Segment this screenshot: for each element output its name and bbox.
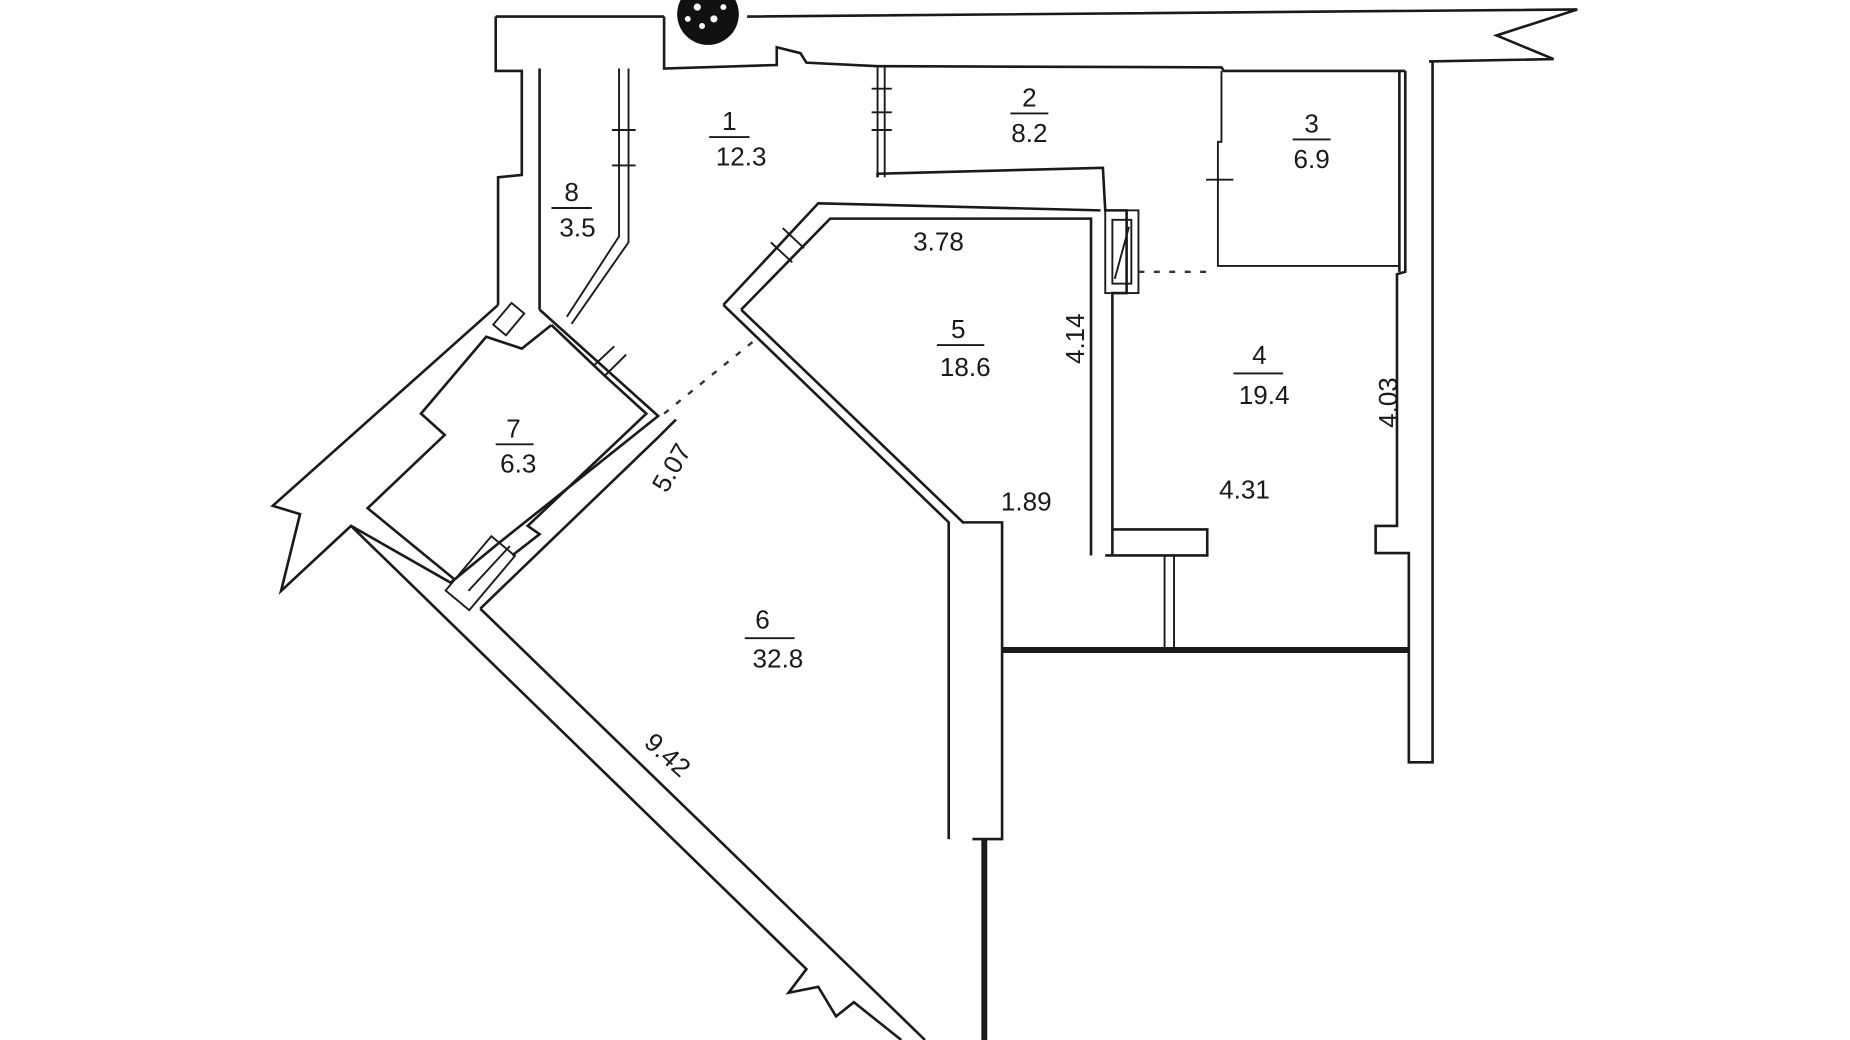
room-label-3: 3 6.9 [1292, 108, 1331, 174]
room-area: 8.2 [1011, 118, 1047, 148]
dimension-label: 4.03 [1373, 377, 1403, 428]
room-5-walls [722, 166, 1128, 841]
room-area: 6.3 [500, 449, 536, 479]
room-7-walls [270, 301, 661, 595]
room-label-2: 2 8.2 [1010, 82, 1049, 148]
dimension-label: 4.14 [1060, 313, 1090, 364]
room-label-6: 6 32.8 [744, 605, 804, 674]
balcony-glazing [981, 647, 1409, 1040]
room-8-walls [566, 68, 636, 325]
dimension-label: 4.31 [1219, 475, 1270, 505]
dimension-label: 5.07 [646, 438, 697, 497]
room-number: 6 [755, 605, 770, 635]
room-area: 6.9 [1293, 144, 1329, 174]
room-area: 18.6 [940, 352, 991, 382]
top-exterior-wall [494, 8, 1578, 310]
dimension-label: 3.78 [913, 227, 964, 257]
room-label-4: 4 19.4 [1233, 340, 1290, 410]
room-number: 3 [1304, 108, 1319, 138]
room-area: 32.8 [753, 644, 804, 674]
ventilation-shaft [1104, 209, 1140, 295]
room-area: 19.4 [1239, 380, 1290, 410]
room-area: 3.5 [559, 212, 595, 242]
room-label-8: 8 3.5 [551, 177, 596, 242]
room-label-1: 1 12.3 [709, 106, 767, 171]
room-number: 4 [1252, 340, 1267, 370]
room-area: 12.3 [716, 141, 767, 171]
tree-icon [677, 0, 739, 45]
room-number: 8 [564, 177, 579, 207]
partition-1-2 [871, 66, 892, 178]
dimension-label: 1.89 [1001, 487, 1052, 517]
room-number: 1 [722, 106, 737, 136]
room-number: 7 [506, 413, 521, 443]
room-number: 5 [951, 314, 966, 344]
opening-dotted-line-6 [663, 335, 760, 415]
dimension-label: 9.42 [639, 727, 697, 783]
room-label-7: 7 6.3 [495, 413, 536, 479]
room-6-walls [350, 418, 926, 1040]
room-number: 2 [1022, 82, 1037, 112]
room-3-walls [1206, 70, 1401, 272]
room-4-walls [1105, 61, 1434, 764]
room-label-5: 5 18.6 [936, 314, 991, 382]
